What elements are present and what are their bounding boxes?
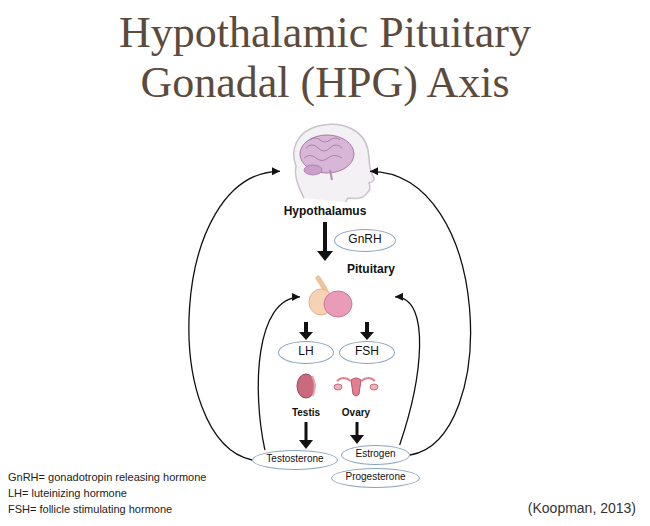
hormone-oval: Progesterone: [331, 468, 420, 488]
arrowhead: [272, 167, 280, 175]
fallopian-tubes: [337, 378, 375, 381]
gonad-region: Ovary: [328, 370, 384, 420]
connector-line: [304, 322, 308, 333]
citation: (Koopman, 2013): [528, 500, 636, 516]
abbreviation-note: FSH= follicle stimulating hormone: [8, 503, 172, 515]
connector-line: [305, 422, 308, 441]
testis-illustration: [297, 374, 315, 398]
connector-arrow: [189, 167, 280, 460]
connector-line: [323, 222, 327, 252]
pituitary-illustration: [309, 278, 352, 317]
connector-arrow: [350, 422, 364, 444]
ovary-left: [334, 384, 342, 390]
feedback-curve: [258, 297, 300, 450]
arrowhead: [350, 435, 364, 444]
arrowhead: [299, 440, 313, 449]
cerebellum: [304, 165, 322, 175]
arrowhead: [370, 167, 378, 175]
arrowhead: [299, 332, 313, 340]
node-label: Estrogen: [353, 448, 398, 460]
arrowhead: [395, 293, 403, 301]
arrowhead: [317, 251, 333, 261]
arrowhead: [292, 293, 300, 301]
connector-arrow: [299, 422, 313, 449]
ovary-right: [370, 384, 378, 390]
head-silhouette: [294, 124, 374, 202]
node-label: Testis: [284, 407, 328, 418]
hormone-oval: Estrogen: [341, 445, 410, 465]
node-label: LH: [290, 344, 322, 358]
connector-arrow: [395, 293, 420, 445]
uterus: [351, 378, 361, 396]
connector-arrow: [299, 322, 313, 340]
anterior-lobe: [324, 291, 352, 317]
feedback-curve: [189, 171, 280, 460]
abbreviation-note: LH= luteinizing hormone: [8, 487, 127, 499]
head-outline: [294, 124, 374, 202]
ovary-illustration: [334, 378, 378, 396]
node-label: Progesterone: [343, 471, 408, 483]
abbreviation-note: GnRH= gonadotropin releasing hormone: [8, 471, 206, 483]
node-label: Testosterone: [264, 453, 326, 465]
node-label: Pituitary: [347, 262, 395, 276]
testis-shape: [297, 374, 315, 398]
feedback-curve: [395, 297, 420, 445]
brain-folds: [304, 138, 342, 161]
arrowhead: [360, 332, 374, 340]
brain-region: Hypothalamus: [280, 136, 370, 220]
brain-stem: [330, 170, 332, 180]
gonad-region: Testis: [284, 370, 328, 420]
node-label: FSH: [351, 344, 383, 358]
node-label: GnRH: [346, 232, 384, 246]
title: Hypothalamic Pituitary Gonadal (HPG) Axi…: [55, 8, 595, 108]
epididymis: [312, 376, 315, 396]
hormone-oval: GnRH: [334, 229, 396, 252]
node-label: Ovary: [328, 407, 384, 418]
feedback-curve: [370, 171, 471, 455]
hormone-oval: LH: [278, 341, 334, 364]
connector-arrow: [360, 322, 374, 340]
hormone-oval: Testosterone: [252, 450, 338, 470]
connector-arrow: [317, 222, 333, 261]
connector-line: [365, 322, 369, 333]
connector-arrow: [370, 167, 471, 455]
connector-line: [356, 422, 359, 436]
gland-region: Pituitary: [300, 262, 395, 320]
hormone-oval: FSH: [339, 341, 395, 364]
connector-arrow: [258, 293, 300, 450]
node-label: Hypothalamus: [280, 204, 370, 218]
